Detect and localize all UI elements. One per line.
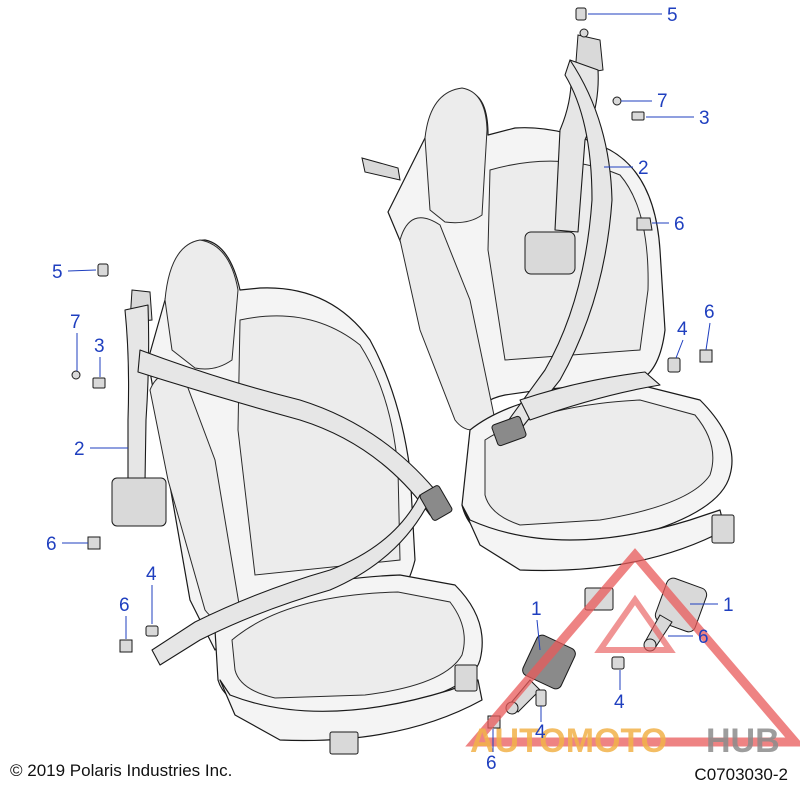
copyright-notice: © 2019 Polaris Industries Inc. [10, 761, 233, 780]
callout-label: 6 [46, 534, 57, 555]
drawing-number: C0703030-2 [694, 765, 788, 784]
callout-label: 4 [677, 319, 688, 340]
callout-label: 7 [70, 312, 81, 333]
right-seat-belt [491, 28, 661, 447]
callout-label: 2 [74, 439, 85, 460]
callout-label: 6 [486, 753, 497, 774]
callout-label: 5 [667, 5, 678, 26]
callout-label: 1 [531, 599, 542, 620]
left-seat-belt [111, 289, 453, 666]
buckle-assembly-left [505, 634, 576, 715]
callout-label: 3 [699, 108, 710, 129]
callouts: 5 7 3 2 6 4 6 5 7 3 2 6 4 6 1 4 6 1 [46, 5, 734, 774]
callout-label: 3 [94, 336, 105, 357]
callout-label: 6 [119, 595, 130, 616]
right-seat [361, 87, 735, 611]
callout-label: 2 [638, 158, 649, 179]
callout-label: 5 [52, 262, 63, 283]
callout-label: 4 [614, 692, 625, 713]
callout-label: 7 [657, 91, 668, 112]
callout-label: 6 [704, 302, 715, 323]
callout-label: 4 [146, 564, 157, 585]
watermark-logo: AUTOMOTO HUB [465, 548, 800, 760]
left-seat [147, 239, 483, 755]
callout-label: 1 [723, 595, 734, 616]
watermark-text-part2: HUB [706, 722, 780, 760]
watermark-text-part1: AUTOMOTO [470, 722, 667, 760]
callout-label: 4 [535, 722, 546, 743]
callout-label: 6 [674, 214, 685, 235]
callout-label: 6 [698, 627, 709, 648]
